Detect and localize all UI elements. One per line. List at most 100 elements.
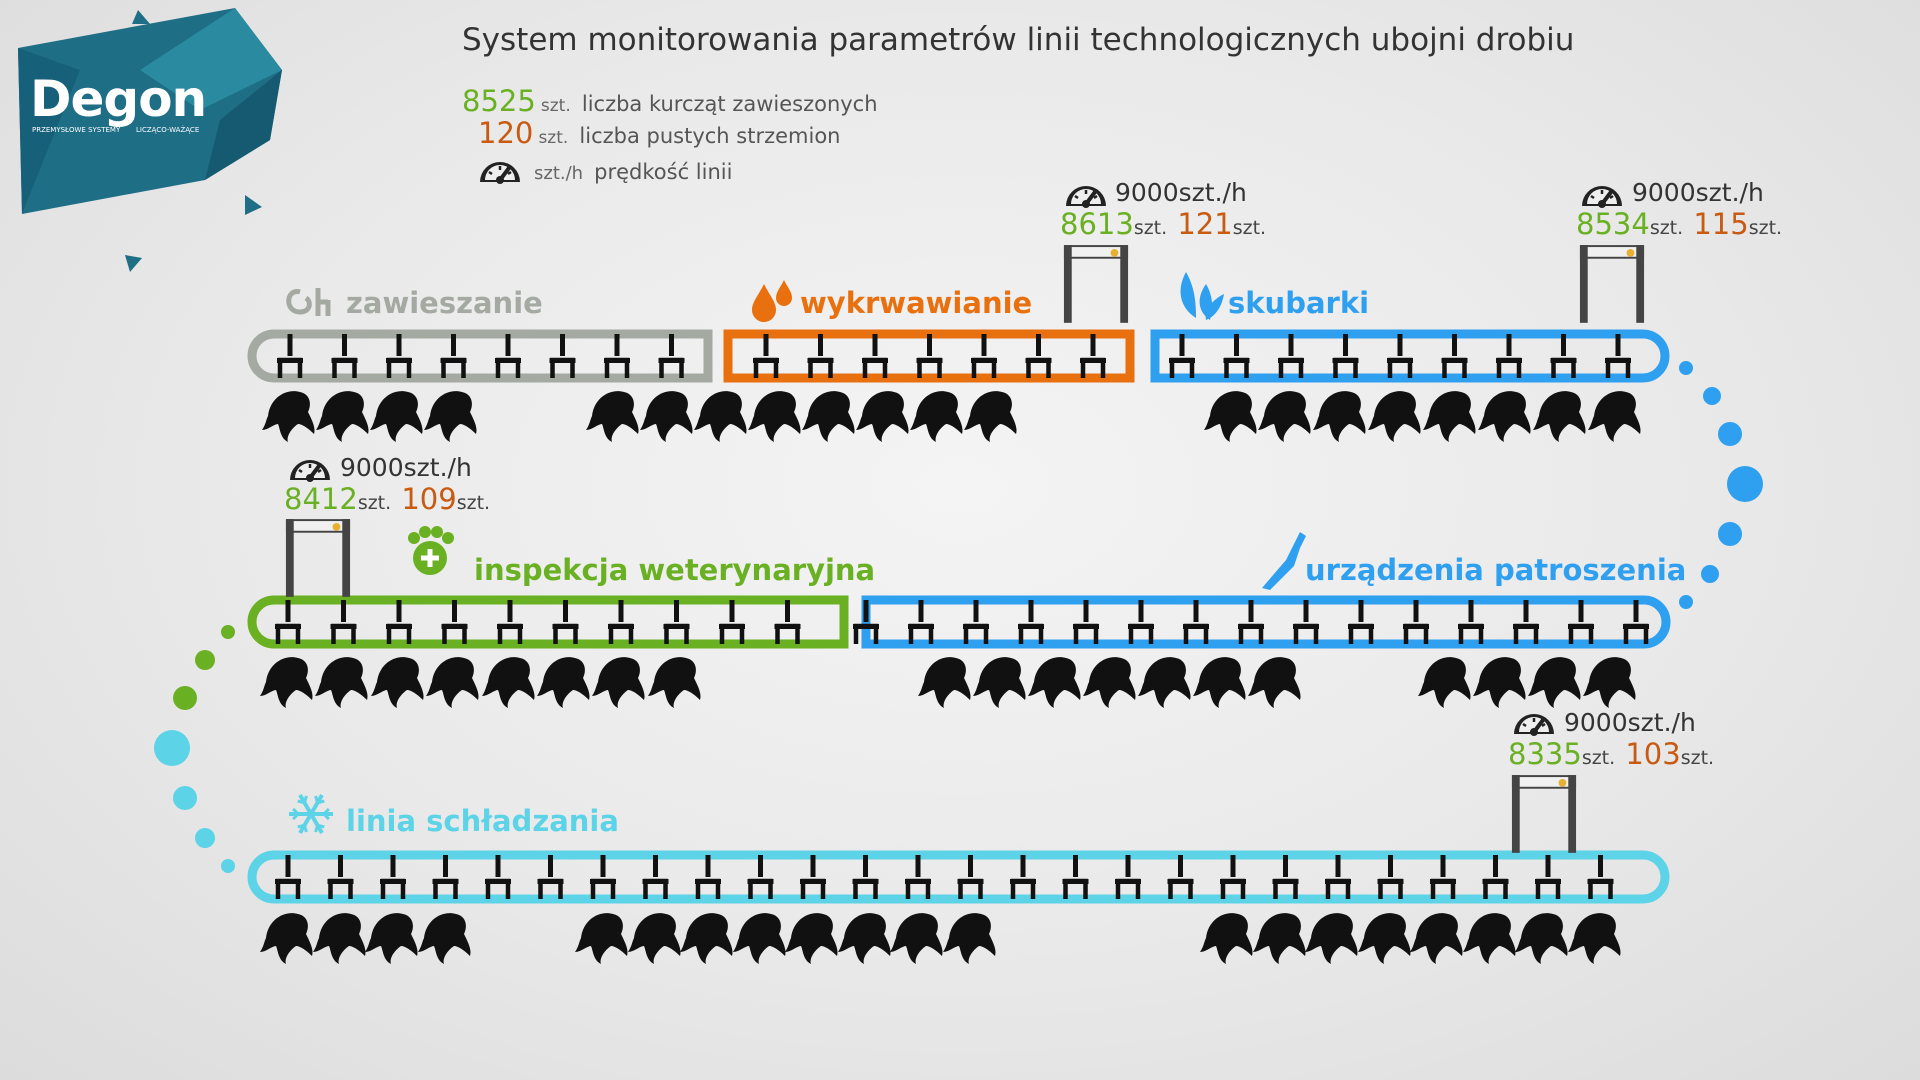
- shackle: [1025, 334, 1052, 378]
- shackle: [1377, 855, 1404, 899]
- legend-gauge-icon: [478, 160, 522, 184]
- shackle: [432, 855, 459, 899]
- legend-hung: 8525 szt. liczba kurcząt zawieszonych: [462, 84, 878, 118]
- station-2-count: 8534: [1576, 207, 1650, 241]
- chicken-icon: [943, 913, 996, 964]
- chicken-icon: [1204, 391, 1257, 442]
- station-4-gate-icon: [1511, 775, 1577, 853]
- station-4-gauge-icon: [1512, 712, 1556, 736]
- shackle: [1550, 334, 1577, 378]
- hook-icon: [286, 288, 331, 316]
- station-4-count: 8335: [1508, 737, 1582, 771]
- shackle: [1535, 855, 1561, 899]
- shackle: [1441, 334, 1468, 378]
- shackle: [658, 334, 685, 378]
- shackle: [590, 855, 616, 899]
- shackle: [1623, 600, 1649, 644]
- shackle: [549, 334, 576, 378]
- chicken-icon: [370, 391, 423, 442]
- chicken-icon: [1533, 391, 1586, 442]
- section-label-chilling: linia schładzania: [346, 804, 619, 838]
- chicken-icon: [1473, 657, 1526, 708]
- page-title: System monitorowania parametrów linii te…: [462, 22, 1575, 58]
- shackle: [386, 334, 412, 378]
- connector-dot: [154, 730, 190, 766]
- station-2-empty: 115: [1693, 207, 1749, 241]
- chicken-icon: [1423, 391, 1476, 442]
- station-3-count-unit: szt.: [357, 492, 392, 514]
- blood-drop-icon: [752, 280, 792, 322]
- vet-paw-icon: [408, 526, 454, 575]
- shackle: [1605, 334, 1631, 378]
- legend-empty-unit: szt.: [538, 128, 569, 148]
- chicken-icon: [426, 657, 479, 708]
- station-2-count-unit: szt.: [1649, 217, 1684, 239]
- shackle: [1238, 600, 1264, 644]
- station-3-stats: 9000szt./h 8412szt. 109szt.: [284, 453, 490, 516]
- chicken-icon: [1368, 391, 1421, 442]
- chicken-icon: [694, 391, 747, 442]
- shackle: [971, 334, 997, 378]
- shackle: [747, 855, 774, 899]
- shackle: [485, 855, 511, 899]
- station-1-count: 8613: [1060, 207, 1134, 241]
- chicken-icon: [260, 913, 313, 964]
- chicken-icon: [424, 391, 477, 442]
- feather-icon: [1180, 272, 1224, 320]
- shackle: [1403, 600, 1429, 644]
- chicken-icon: [1463, 913, 1516, 964]
- shackle: [1458, 600, 1484, 644]
- station-1-count-unit: szt.: [1133, 217, 1168, 239]
- chicken-icon: [648, 657, 701, 708]
- shackle: [1278, 334, 1304, 378]
- chicken-icon: [1138, 657, 1191, 708]
- shackle: [1080, 334, 1106, 378]
- shackle: [1482, 855, 1509, 899]
- connector-dot: [173, 786, 197, 810]
- chicken-icon: [371, 657, 424, 708]
- shackle: [495, 334, 521, 378]
- chicken-icon: [1083, 657, 1136, 708]
- connector-dot: [1679, 595, 1693, 609]
- shackle: [1220, 855, 1246, 899]
- station-4-empty-unit: szt.: [1680, 747, 1715, 769]
- chicken-icon: [1528, 657, 1581, 708]
- shackle: [905, 855, 931, 899]
- station-1-empty: 121: [1177, 207, 1233, 241]
- chicken-icon: [1253, 913, 1306, 964]
- chicken-icon: [680, 913, 733, 964]
- chicken-icon: [628, 913, 681, 964]
- shackle: [330, 600, 357, 644]
- station-4-speed: 9000szt./h: [1564, 708, 1696, 737]
- chicken-icon: [316, 391, 369, 442]
- shackle: [1167, 855, 1194, 899]
- track-hanging: [247, 329, 713, 383]
- station-1-gauge-icon: [1064, 184, 1108, 208]
- shackle: [1332, 334, 1359, 378]
- chicken-icon: [973, 657, 1026, 708]
- shackle: [1169, 334, 1195, 378]
- shackle: [1128, 600, 1154, 644]
- chicken-icon: [482, 657, 535, 708]
- station-1-speed: 9000szt./h: [1115, 178, 1247, 207]
- chicken-icon: [315, 657, 368, 708]
- section-label-inspection: inspekcja weterynaryjna: [474, 553, 876, 587]
- chicken-icon: [575, 913, 628, 964]
- shackle: [695, 855, 721, 899]
- chicken-icon: [910, 391, 963, 442]
- chicken-icon: [537, 657, 590, 708]
- shackle: [642, 855, 669, 899]
- chicken-icon: [1410, 913, 1463, 964]
- connector-dot: [1718, 522, 1742, 546]
- section-label-hanging: zawieszanie: [346, 286, 543, 320]
- shackle: [916, 334, 943, 378]
- chicken-icon: [1358, 913, 1411, 964]
- connector-dot: [1679, 361, 1693, 375]
- connector-dot: [1703, 387, 1721, 405]
- shackle: [807, 334, 834, 378]
- chicken-icon: [748, 391, 801, 442]
- chicken-icon: [918, 657, 971, 708]
- snowflake-icon: [289, 793, 333, 835]
- station-1-gate-icon: [1063, 245, 1129, 323]
